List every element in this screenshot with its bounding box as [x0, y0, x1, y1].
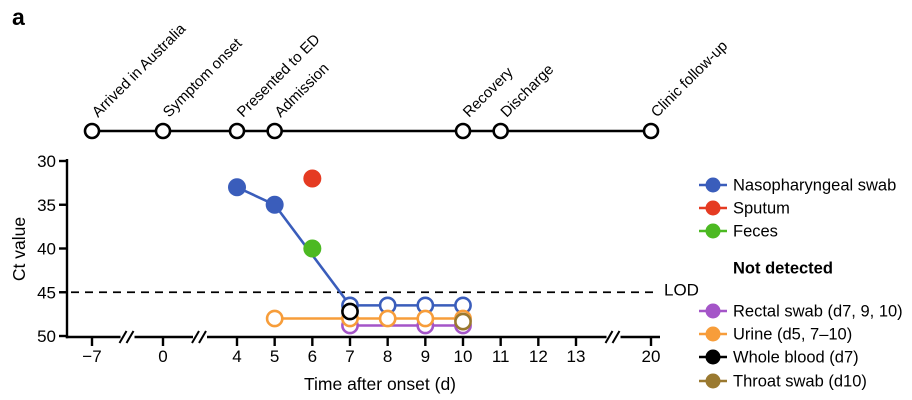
- x-tick-label: 20: [642, 347, 661, 366]
- y-tick-label: 30: [37, 152, 56, 171]
- axis-break-slash: [118, 330, 128, 344]
- legend-label-throat-swab-d10: Throat swab (d10): [733, 373, 867, 391]
- legend-marker-throat-swab-d10: [705, 373, 721, 389]
- x-tick-label: 11: [492, 347, 510, 366]
- data-point-nasopharyngeal-swab: [228, 178, 246, 197]
- data-point-nasopharyngeal-swab: [265, 195, 284, 214]
- x-tick-label: 7: [345, 347, 354, 366]
- legend-marker-nasopharyngeal-swab: [705, 177, 721, 193]
- panel-label: a: [12, 4, 25, 30]
- x-tick-label: 5: [270, 347, 279, 366]
- legend-label-sputum: Sputum: [733, 200, 790, 218]
- legend-not-detected-header: Not detected: [733, 260, 833, 278]
- x-tick-label: 10: [454, 347, 473, 366]
- timeline-event-label-clinic-follow-up: Clinic follow-up: [648, 37, 731, 120]
- timeline-event-marker-presented-to-ed: [228, 122, 246, 140]
- legend-marker-whole-blood-d7: [705, 349, 721, 365]
- legend-label-nasopharyngeal-swab: Nasopharyngeal swab: [733, 177, 896, 195]
- x-tick-label: 12: [529, 347, 548, 366]
- axis-break-gap: [606, 334, 621, 340]
- timeline-event-marker-discharge: [492, 122, 509, 140]
- y-tick-label: 45: [37, 283, 56, 302]
- series-urine-d5-7-10: [265, 309, 472, 328]
- axis-break-slash: [611, 330, 621, 344]
- x-tick-label: 13: [567, 347, 586, 366]
- legend-label-rectal-swab-d7-9-10: Rectal swab (d7, 9, 10): [733, 303, 903, 321]
- x-tick-label: 0: [158, 347, 167, 366]
- axis-break-slash: [198, 330, 207, 344]
- series-throat-swab-d10: [454, 312, 472, 331]
- data-point-sputum: [303, 169, 322, 188]
- y-tick-label: 40: [37, 240, 56, 259]
- axis-break-slash: [125, 330, 135, 344]
- legend-marker-feces: [705, 223, 721, 239]
- x-tick-label: 8: [383, 347, 392, 366]
- not-detected-point-urine-d5-7-10: [416, 309, 435, 328]
- timeline-event-marker-clinic-follow-up: [642, 122, 660, 140]
- y-axis-title: Ct value: [9, 217, 29, 281]
- timeline-event-marker-arrived-in-australia: [83, 122, 101, 140]
- y-tick-label: 50: [37, 327, 56, 346]
- x-axis-title: Time after onset (d): [304, 374, 456, 394]
- legend-label-whole-blood-d7: Whole blood (d7): [733, 349, 859, 367]
- series-whole-blood-d7: [341, 302, 359, 321]
- axis-break-slash: [604, 330, 614, 344]
- series-nasopharyngeal-swab: [228, 178, 472, 315]
- x-tick-label: 4: [232, 347, 241, 366]
- series-sputum: [303, 169, 322, 188]
- timeline-event-marker-symptom-onset: [154, 122, 172, 140]
- not-detected-point-whole-blood-d7: [341, 302, 359, 321]
- legend-label-feces: Feces: [733, 223, 778, 241]
- x-tick-label: −7: [82, 347, 101, 366]
- not-detected-point-urine-d5-7-10: [378, 309, 397, 328]
- legend-marker-urine-d5-7-10: [705, 326, 721, 342]
- not-detected-point-urine-d5-7-10: [265, 309, 284, 328]
- legend-marker-rectal-swab-d7-9-10: [705, 303, 721, 319]
- legend-label-urine-d5-7-10: Urine (d5, 7–10): [733, 326, 852, 344]
- y-tick-label: 35: [37, 196, 56, 215]
- not-detected-point-throat-swab-d10: [454, 312, 472, 331]
- x-tick-label: 6: [308, 347, 317, 366]
- series-rectal-swab-d7-9-10: [341, 316, 472, 335]
- x-tick-label: 9: [421, 347, 430, 366]
- series-feces: [303, 239, 322, 258]
- data-point-feces: [303, 239, 322, 258]
- timeline-event-marker-admission: [266, 122, 283, 140]
- timeline-event-marker-recovery: [454, 122, 472, 140]
- axis-break-gap: [120, 334, 135, 340]
- legend-marker-sputum: [705, 200, 721, 216]
- lod-label: LOD: [664, 280, 699, 299]
- axis-break-slash: [191, 330, 200, 344]
- axis-break-gap: [193, 334, 207, 340]
